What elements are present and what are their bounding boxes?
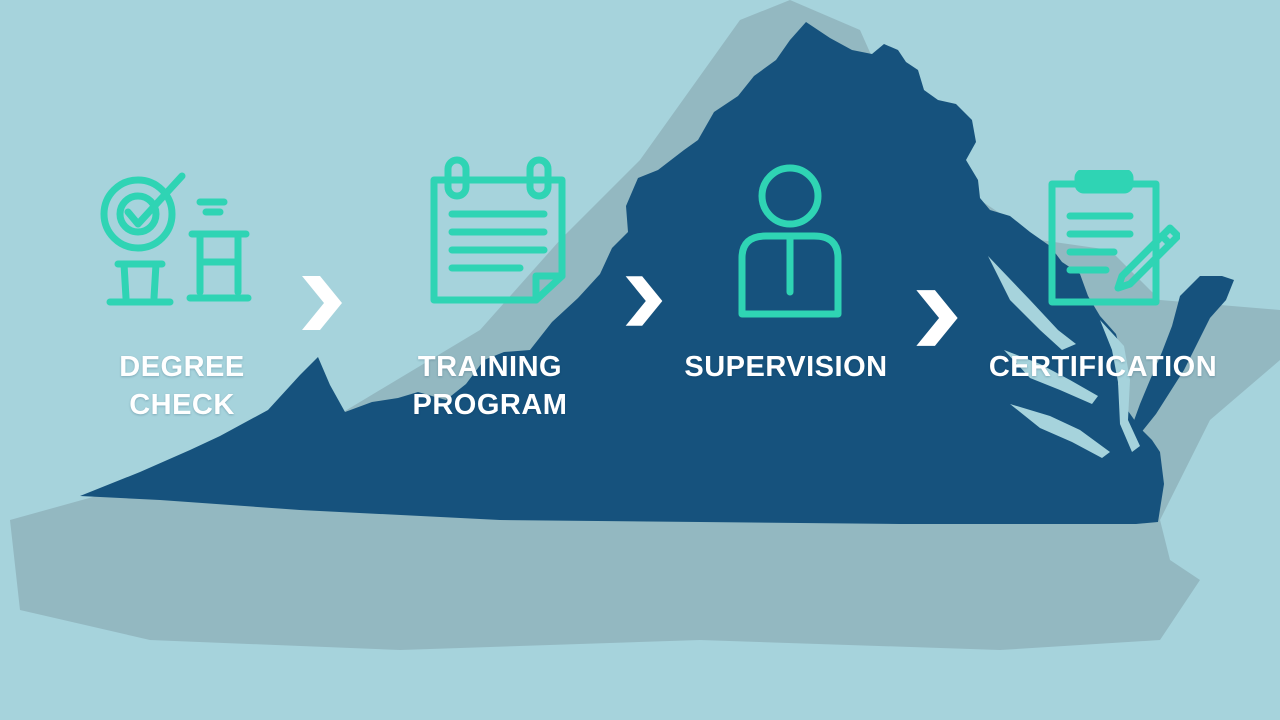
person-icon: [736, 164, 844, 318]
step-label-line2: PROGRAM: [412, 389, 568, 421]
step-label-line1: CERTIFICATION: [988, 351, 1218, 383]
step-label-line1: SUPERVISION: [684, 351, 888, 383]
step-label-line2: CHECK: [129, 389, 235, 421]
chevron-right-icon: [298, 272, 346, 334]
step-label-line1: TRAINING: [417, 351, 563, 383]
notepad-icon: [428, 156, 568, 306]
chevron-right-icon: [622, 272, 666, 330]
eastern-shore: [1132, 276, 1234, 434]
virginia-map: [80, 22, 1164, 524]
degree-check-icon: [96, 172, 258, 314]
step-label-certification: CERTIFICATION: [972, 348, 1234, 386]
bay-inlets: [988, 256, 1140, 458]
step-label-supervision: SUPERVISION: [666, 348, 906, 386]
step-label-training-program: TRAINING PROGRAM: [398, 348, 582, 424]
step-label-line1: DEGREE: [119, 351, 245, 383]
step-label-degree-check: DEGREE CHECK: [102, 348, 262, 424]
chevron-right-icon: [912, 286, 962, 350]
clipboard-pencil-icon: [1048, 170, 1180, 306]
